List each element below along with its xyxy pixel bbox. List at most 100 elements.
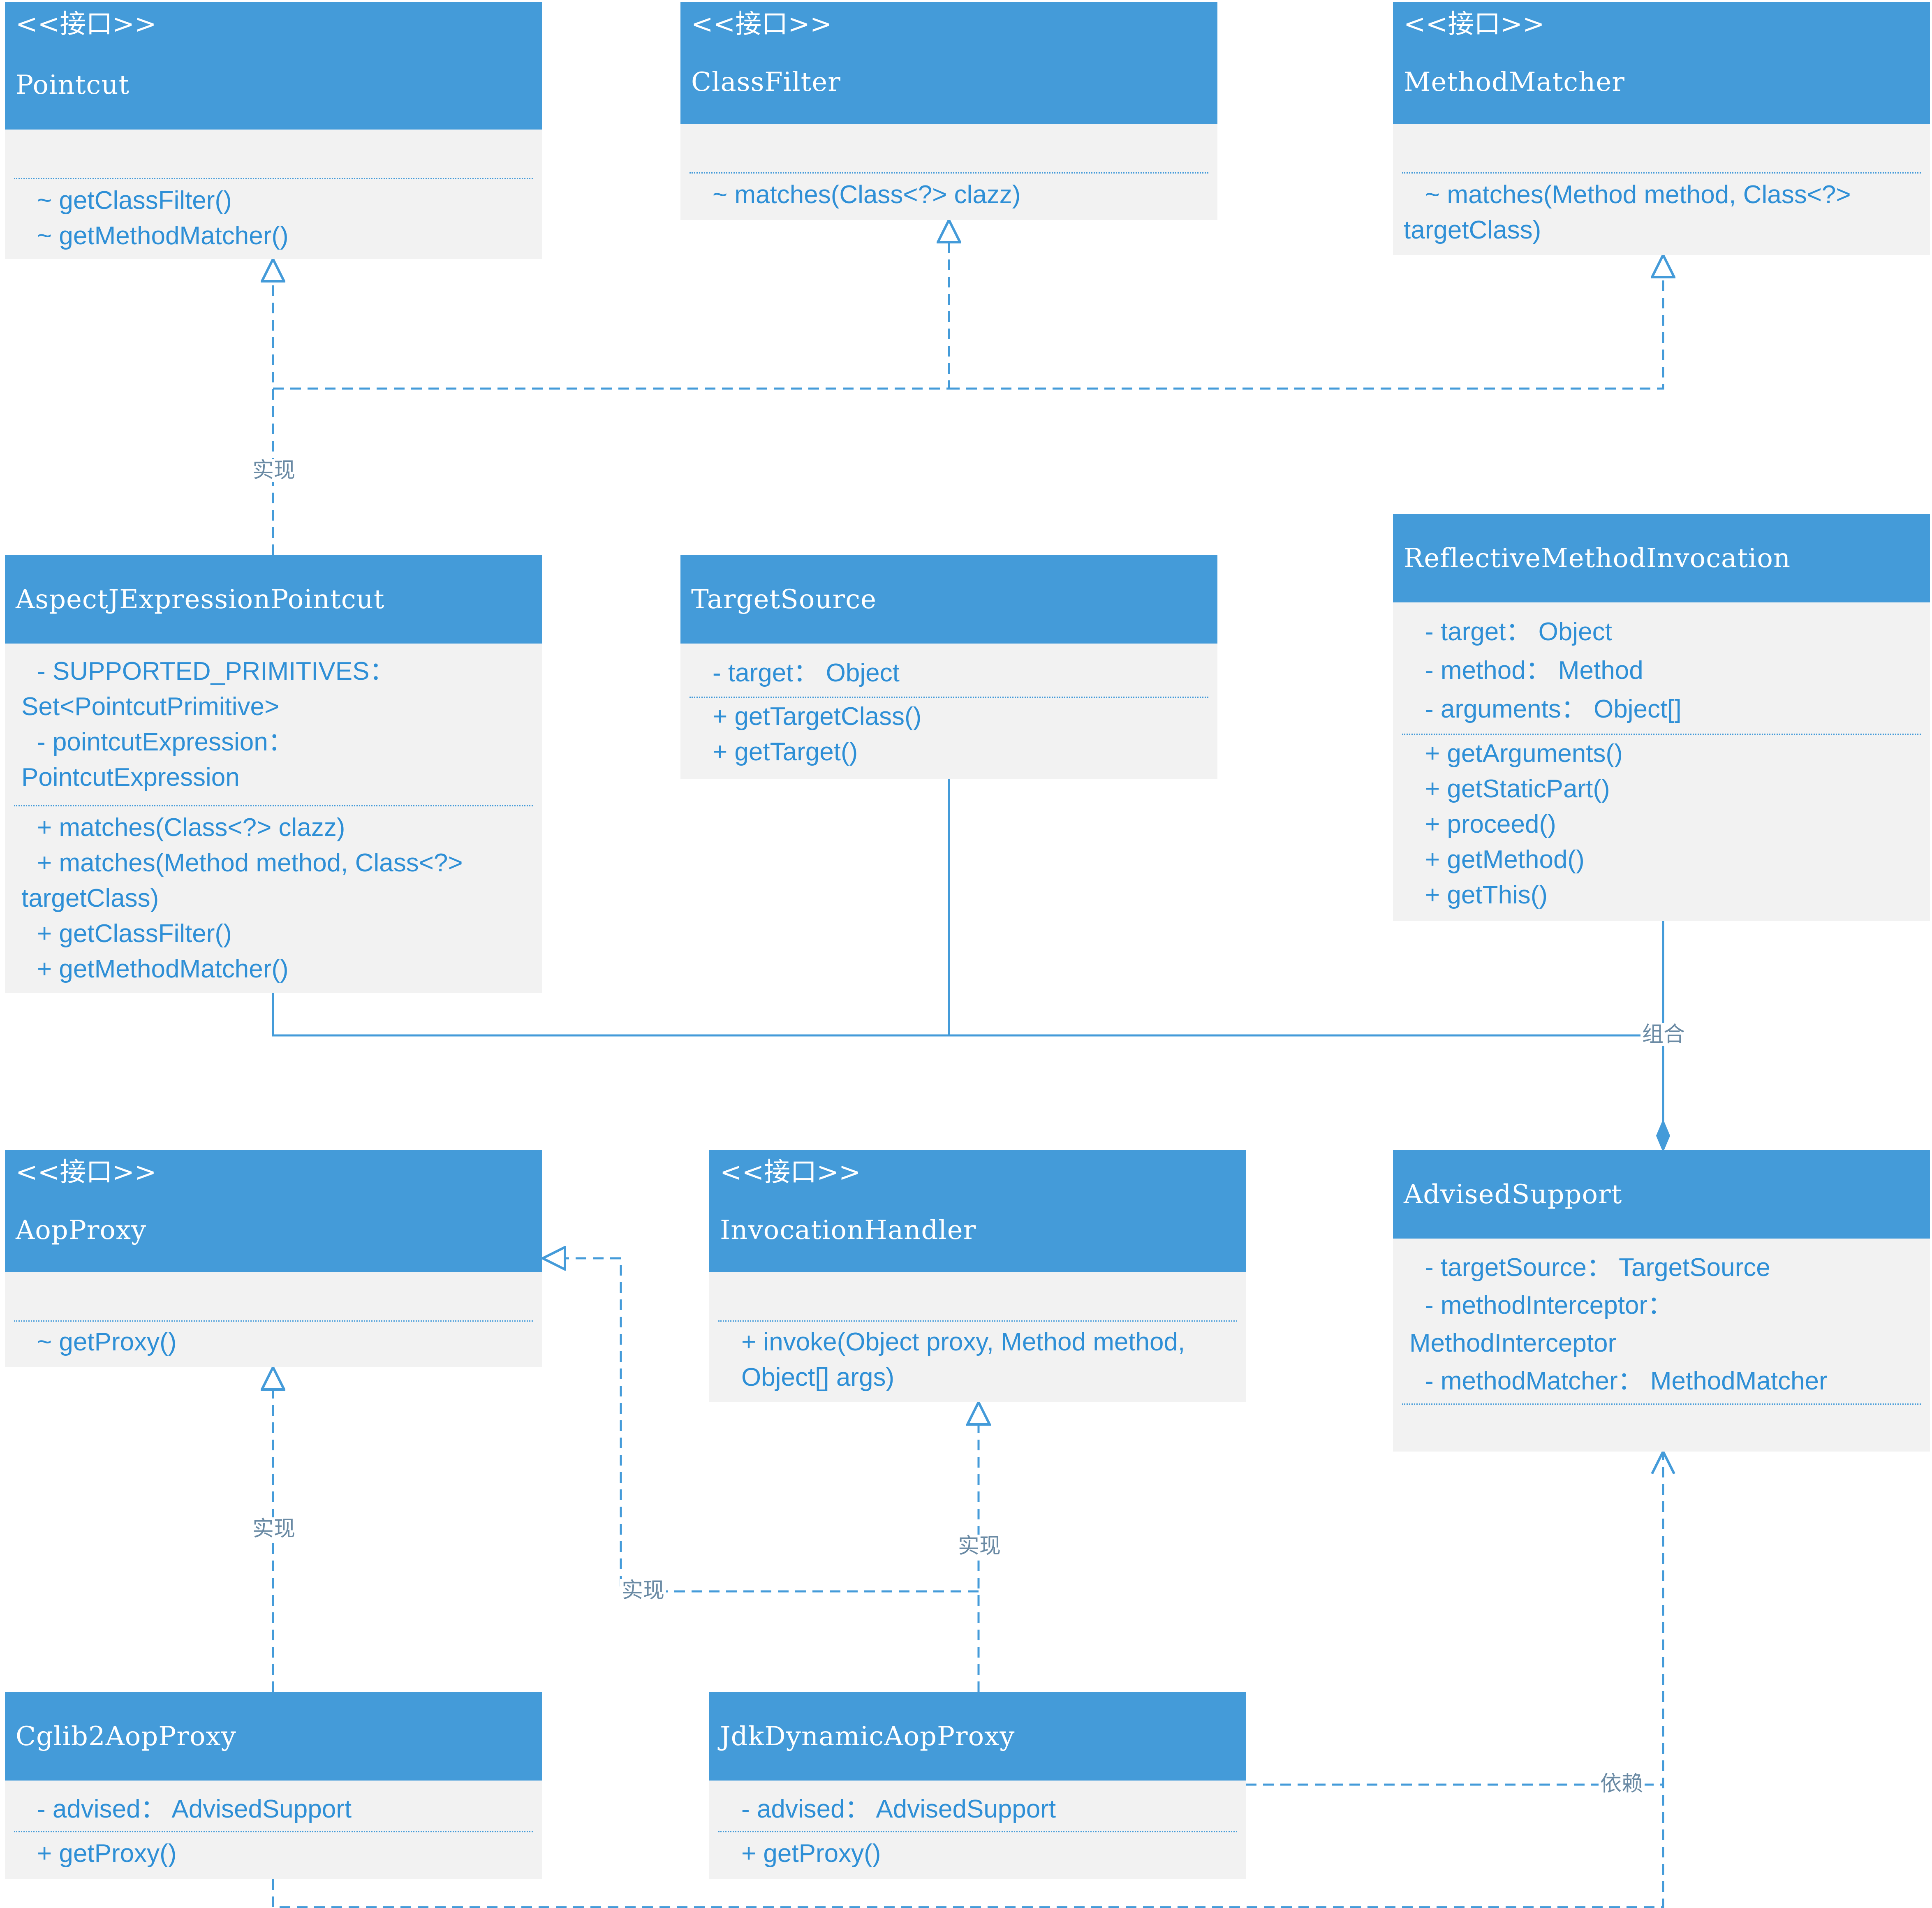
class-name: MethodMatcher xyxy=(1404,67,1625,97)
attribute: - SUPPORTED_PRIMITIVES： xyxy=(37,657,395,685)
realize-jdk-aopproxy xyxy=(543,1258,979,1593)
operation: ~ getProxy() xyxy=(37,1328,177,1356)
class-invocationhandler[interactable]: <<接口>> InvocationHandler + invoke(Object… xyxy=(709,1150,1246,1402)
class-header: <<接口>> ClassFilter xyxy=(680,2,1217,124)
class-header: <<接口>> InvocationHandler xyxy=(709,1150,1246,1272)
class-aspectjexpressionpointcut[interactable]: AspectJExpressionPointcut - SUPPORTED_PR… xyxy=(5,555,542,993)
operations: + getTargetClass() + getTarget() xyxy=(713,699,1207,770)
class-header: AdvisedSupport xyxy=(1393,1150,1930,1239)
attribute: - targetSource： TargetSource xyxy=(1425,1253,1770,1282)
class-header: <<接口>> MethodMatcher xyxy=(1393,2,1930,124)
class-header: TargetSource xyxy=(680,555,1217,644)
class-reflectivemethodinvocation[interactable]: ReflectiveMethodInvocation - target： Obj… xyxy=(1393,514,1930,921)
class-name: ClassFilter xyxy=(691,67,841,97)
stereotype-label: <<接口>> xyxy=(1404,9,1545,39)
class-targetsource[interactable]: TargetSource - target： Object + getTarge… xyxy=(680,555,1217,779)
operations: + matches(Class<?> clazz) + matches(Meth… xyxy=(21,810,531,987)
class-methodmatcher[interactable]: <<接口>> MethodMatcher ~ matches(Method me… xyxy=(1393,2,1930,255)
operations: ~ matches(Class<?> clazz) xyxy=(713,177,1207,213)
operation: + getTargetClass() xyxy=(713,702,922,731)
operation: + getMethod() xyxy=(1425,845,1585,874)
class-header: ReflectiveMethodInvocation xyxy=(1393,514,1930,602)
stereotype-label: <<接口>> xyxy=(720,1157,861,1188)
operations: + getProxy() xyxy=(37,1836,531,1871)
class-name: ReflectiveMethodInvocation xyxy=(1404,543,1791,574)
separator xyxy=(1402,734,1921,735)
class-header: JdkDynamicAopProxy xyxy=(709,1692,1246,1781)
attribute: MethodInterceptor xyxy=(1409,1329,1617,1357)
separator xyxy=(1402,172,1921,174)
class-name: TargetSource xyxy=(691,584,877,615)
operation: + getMethodMatcher() xyxy=(37,955,289,983)
operation: + matches(Method method, Class<?> xyxy=(37,849,463,877)
operation: + getProxy() xyxy=(37,1839,177,1868)
operations: + getProxy() xyxy=(741,1836,1236,1871)
separator xyxy=(14,1831,533,1832)
attributes: - SUPPORTED_PRIMITIVES： Set<PointcutPrim… xyxy=(21,654,531,795)
class-header: AspectJExpressionPointcut xyxy=(5,555,542,644)
class-aopproxy[interactable]: <<接口>> AopProxy ~ getProxy() xyxy=(5,1150,542,1367)
separator xyxy=(690,697,1208,698)
class-header: <<接口>> AopProxy xyxy=(5,1150,542,1272)
class-header: Cglib2AopProxy xyxy=(5,1692,542,1781)
class-cglib2aopproxy[interactable]: Cglib2AopProxy - advised： AdvisedSupport… xyxy=(5,1692,542,1879)
composition-lines xyxy=(272,993,1663,1037)
separator xyxy=(14,1320,533,1322)
implements-label: 实现 xyxy=(251,1517,297,1540)
attribute: - target： Object xyxy=(1425,618,1612,646)
operation: + getProxy() xyxy=(741,1839,881,1868)
class-classfilter[interactable]: <<接口>> ClassFilter ~ matches(Class<?> cl… xyxy=(680,2,1217,220)
class-name: Cglib2AopProxy xyxy=(16,1721,236,1752)
operation: ~ matches(Class<?> clazz) xyxy=(713,181,1021,209)
class-jdkdynamicaopproxy[interactable]: JdkDynamicAopProxy - advised： AdvisedSup… xyxy=(709,1692,1246,1879)
attribute: - methodInterceptor： xyxy=(1425,1291,1673,1320)
attribute: PointcutExpression xyxy=(21,763,240,792)
dependency-label: 依赖 xyxy=(1599,1772,1645,1795)
attribute: - pointcutExpression： xyxy=(37,728,294,756)
separator xyxy=(14,805,533,806)
operations: ~ getProxy() xyxy=(37,1324,531,1360)
attribute: Set<PointcutPrimitive> xyxy=(21,692,280,721)
attribute: - target： Object xyxy=(713,659,900,687)
operation: + getClassFilter() xyxy=(37,919,232,948)
attribute: - arguments： Object[] xyxy=(1425,695,1682,723)
operations: ~ matches(Method method, Class<?> target… xyxy=(1404,177,1919,248)
operation: + getThis() xyxy=(1425,881,1548,909)
implements-label: 实现 xyxy=(620,1579,666,1602)
operations: ~ getClassFilter() ~ getMethodMatcher() xyxy=(37,183,531,254)
separator xyxy=(718,1831,1237,1832)
operation: + proceed() xyxy=(1425,810,1556,838)
operation: ~ matches(Method method, Class<?> xyxy=(1425,181,1851,209)
composition-label: 组合 xyxy=(1640,1023,1687,1046)
separator xyxy=(14,178,533,179)
class-pointcut[interactable]: <<接口>> Pointcut ~ getClassFilter() ~ get… xyxy=(5,2,542,259)
operation: + invoke(Object proxy, Method method, xyxy=(741,1328,1185,1356)
stereotype-label: <<接口>> xyxy=(16,1157,157,1188)
attribute: - methodMatcher： MethodMatcher xyxy=(1425,1367,1828,1395)
attributes: - advised： AdvisedSupport xyxy=(37,1792,531,1827)
realize-methodmatcher-branch xyxy=(949,255,1663,390)
operation: Object[] args) xyxy=(741,1363,895,1392)
stereotype-label: <<接口>> xyxy=(691,9,832,39)
class-advisedsupport[interactable]: AdvisedSupport - targetSource： TargetSou… xyxy=(1393,1150,1930,1452)
attributes: - target： Object - method： Method - argu… xyxy=(1425,613,1919,729)
operation: targetClass) xyxy=(21,884,159,912)
separator xyxy=(1402,1403,1921,1405)
implements-label: 实现 xyxy=(956,1535,1003,1558)
attributes: - advised： AdvisedSupport xyxy=(741,1792,1236,1827)
attribute: - method： Method xyxy=(1425,656,1643,685)
operation: targetClass) xyxy=(1404,216,1541,244)
stereotype-label: <<接口>> xyxy=(16,9,157,39)
operations: + getArguments() + getStaticPart() + pro… xyxy=(1425,736,1919,913)
attribute: - advised： AdvisedSupport xyxy=(37,1795,352,1823)
operation: + getTarget() xyxy=(713,738,858,766)
class-header: <<接口>> Pointcut xyxy=(5,2,542,130)
operation: ~ getClassFilter() xyxy=(37,186,232,215)
separator xyxy=(718,1320,1237,1322)
class-name: AspectJExpressionPointcut xyxy=(16,584,385,615)
operation: + matches(Class<?> clazz) xyxy=(37,813,345,842)
class-name: AdvisedSupport xyxy=(1404,1179,1622,1210)
operation: + getArguments() xyxy=(1425,739,1623,768)
attribute: - advised： AdvisedSupport xyxy=(741,1795,1056,1823)
